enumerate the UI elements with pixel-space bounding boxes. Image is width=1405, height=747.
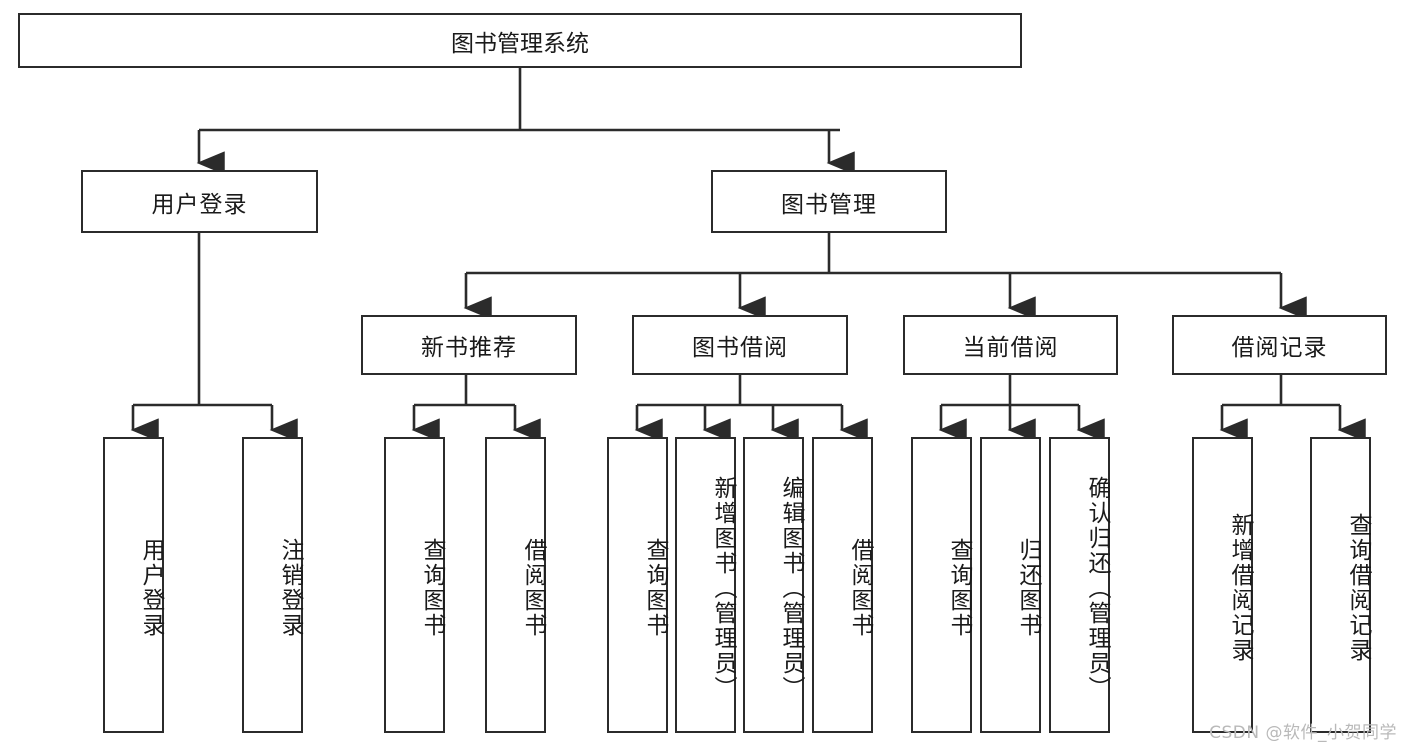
node-label: 新书推荐 bbox=[421, 335, 517, 361]
node-book-borrow[interactable]: 图书借阅 bbox=[632, 315, 848, 375]
node-label: 借阅图书 bbox=[847, 538, 873, 638]
node-current-borrow[interactable]: 当前借阅 bbox=[903, 315, 1118, 375]
csdn-watermark: CSDN @软件_小贺同学 bbox=[1209, 723, 1397, 743]
node-label: 借阅记录 bbox=[1231, 335, 1328, 361]
leaf-current-return-book[interactable]: 归还图书 bbox=[980, 437, 1041, 733]
leaf-record-add-record[interactable]: 新增借阅记录 bbox=[1192, 437, 1253, 733]
node-label: 新增借阅记录 bbox=[1227, 513, 1253, 663]
leaf-user-login-logout[interactable]: 注销登录 bbox=[242, 437, 303, 733]
node-user-login[interactable]: 用户登录 bbox=[81, 170, 318, 233]
node-label: 编辑图书（管理员） bbox=[778, 475, 804, 701]
leaf-borrow-query-book[interactable]: 查询图书 bbox=[607, 437, 668, 733]
node-label: 当前借阅 bbox=[962, 335, 1059, 361]
leaf-current-query-book[interactable]: 查询图书 bbox=[911, 437, 972, 733]
leaf-borrow-borrow-book[interactable]: 借阅图书 bbox=[812, 437, 873, 733]
leaf-recommend-borrow-book[interactable]: 借阅图书 bbox=[485, 437, 546, 733]
leaf-borrow-add-book-admin[interactable]: 新增图书（管理员） bbox=[675, 437, 736, 733]
node-label: 图书管理系统 bbox=[451, 30, 589, 57]
node-borrow-record[interactable]: 借阅记录 bbox=[1172, 315, 1387, 375]
node-root-system[interactable]: 图书管理系统 bbox=[18, 13, 1022, 68]
node-label: 查询图书 bbox=[642, 538, 668, 638]
node-label: 确认归还（管理员） bbox=[1084, 475, 1110, 701]
node-label: 注销登录 bbox=[277, 538, 303, 638]
node-label: 查询图书 bbox=[419, 538, 445, 638]
leaf-recommend-query-book[interactable]: 查询图书 bbox=[384, 437, 445, 733]
node-label: 新增图书（管理员） bbox=[710, 475, 736, 701]
node-label: 归还图书 bbox=[1015, 538, 1041, 638]
leaf-record-query-record[interactable]: 查询借阅记录 bbox=[1310, 437, 1371, 733]
node-label: 查询借阅记录 bbox=[1345, 513, 1371, 663]
node-book-management[interactable]: 图书管理 bbox=[711, 170, 947, 233]
node-label: 用户登录 bbox=[151, 191, 248, 218]
node-label: 用户登录 bbox=[138, 538, 164, 638]
leaf-user-login-login[interactable]: 用户登录 bbox=[103, 437, 164, 733]
node-label: 查询图书 bbox=[946, 538, 972, 638]
node-label: 图书管理 bbox=[781, 191, 877, 218]
node-new-book-recommend[interactable]: 新书推荐 bbox=[361, 315, 577, 375]
leaf-current-confirm-return-admin[interactable]: 确认归还（管理员） bbox=[1049, 437, 1110, 733]
leaf-borrow-edit-book-admin[interactable]: 编辑图书（管理员） bbox=[743, 437, 804, 733]
node-label: 借阅图书 bbox=[520, 538, 546, 638]
node-label: 图书借阅 bbox=[692, 335, 788, 361]
